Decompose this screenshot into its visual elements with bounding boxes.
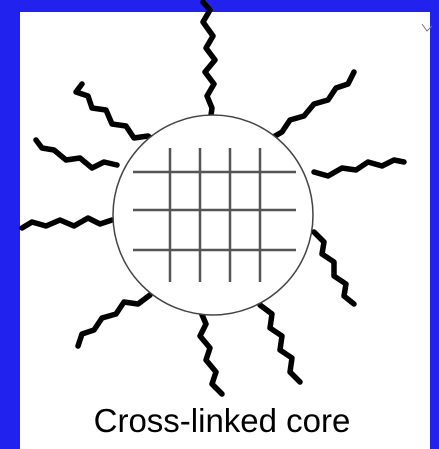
diagram-caption: Cross-linked core [20, 402, 424, 440]
chain-bottom-right [260, 305, 300, 382]
chain-upper-left [76, 84, 160, 145]
chain-left-upper [36, 140, 117, 168]
chain-lower-left [78, 295, 150, 346]
chain-bottom-left [200, 310, 222, 394]
chain-left [22, 218, 112, 228]
chain-upper-right [268, 72, 354, 140]
chain-lower-right [314, 232, 354, 304]
core-circle [113, 115, 313, 315]
chain-top [203, 2, 215, 122]
chain-right [314, 160, 404, 176]
corner-mark [422, 24, 432, 31]
